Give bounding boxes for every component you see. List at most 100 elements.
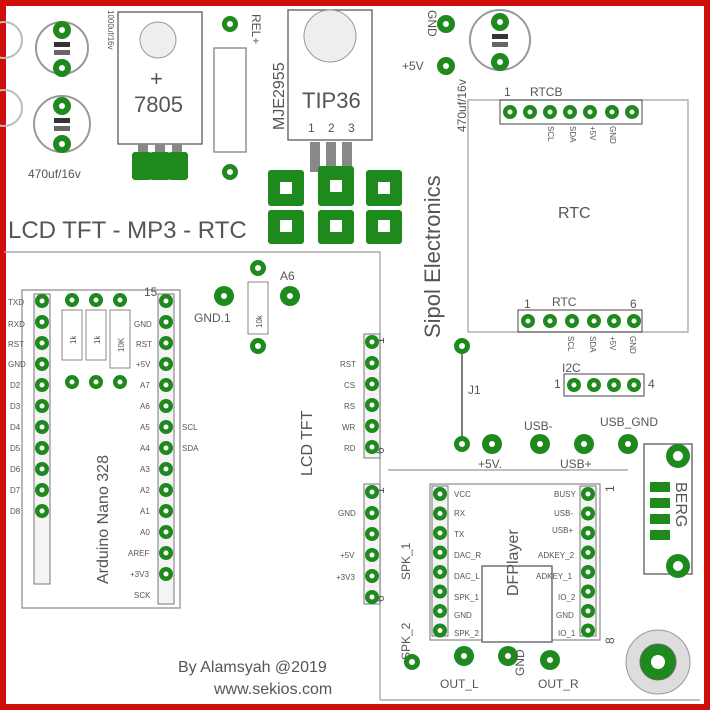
lcd-lower-gnd: GND (338, 509, 356, 518)
dfplayer-left-pad (433, 506, 447, 521)
lcd-pin-rs: RS (344, 402, 355, 411)
power-terminals: GND +5V (402, 10, 455, 75)
nano-right-pin-a7: A7 (140, 381, 150, 390)
df-left-dacr: DAC_R (454, 551, 481, 560)
dfplayer-left-pad (433, 487, 447, 501)
dfplayer-pin-first: 1 (603, 485, 617, 492)
nano-right-pad (159, 357, 173, 371)
dfplayer-pin-last: 8 (603, 637, 617, 644)
berg-label: BERG (672, 482, 689, 527)
rtc-module-label: RTC (558, 205, 591, 222)
dfplayer-right-pad (581, 506, 595, 521)
speaker-terminals: SPK_1 SPK_2 (399, 542, 420, 670)
nano-right-pin-a4: A4 (140, 444, 150, 453)
nano-right-pad (159, 315, 173, 329)
berg-connector: BERG (643, 443, 693, 578)
relay-diode: REL+ (213, 14, 263, 180)
nano-pin15: 15 (144, 285, 158, 299)
jumper-j1: J1 (454, 338, 481, 452)
df-left-gnd: GND (454, 611, 472, 620)
df-left-spk2: SPK_2 (454, 629, 479, 638)
out-r-label: OUT_R (538, 677, 579, 691)
rtcb-pin-sda: SDA (568, 126, 577, 143)
lcd-lower-first: 1 (373, 487, 387, 494)
lcd-lower-pad (365, 569, 379, 583)
mounting-hole (625, 629, 691, 695)
a6-label: A6 (280, 269, 295, 283)
nano-right-pad (159, 525, 173, 539)
nano-right-pin-gnd: GND (134, 320, 152, 329)
board-title: LCD TFT - MP3 - RTC (8, 217, 247, 244)
rtc-header-label: RTC (552, 295, 577, 309)
i2c-pin-4: 4 (648, 377, 655, 391)
dfplayer-left-pad (433, 545, 447, 560)
nano-right-pin-aref: AREF (128, 549, 149, 558)
nano-right-pin-a6: A6 (140, 402, 150, 411)
vertical-title: Sipol Electronics (420, 175, 445, 338)
regulator-plus: + (150, 66, 163, 91)
lcd-lower-pad (365, 527, 379, 541)
nano-right-pad (159, 567, 173, 581)
analog-terminals: GND.1 A6 10k (194, 260, 300, 354)
output-terminals: OUT_L GND OUT_R (440, 646, 579, 691)
lcd-pad (365, 398, 379, 412)
rtc-pin-scl: SCL (566, 336, 575, 352)
rtcb-pin-5v: +5V (588, 126, 597, 141)
lcd-lower-last: 6 (373, 595, 387, 602)
df-right-adkey1: ADKEY_1 (536, 572, 573, 581)
res-10k-b: 10K (117, 337, 126, 352)
dfplayer-left-pad (433, 526, 447, 540)
nano-left-pin-rst: RST (8, 340, 24, 349)
nano-left-pin-txd: TXD (8, 298, 24, 307)
usb-minus-label: USB- (524, 419, 553, 433)
res-1k-b: 1k (93, 335, 102, 344)
nano-left-pad (35, 420, 49, 434)
nano-right-pad (159, 420, 173, 434)
nano-left-pad (35, 357, 49, 371)
nano-left-pad (35, 504, 49, 518)
nano-right-pad (159, 336, 173, 350)
transistor-pin-3: 3 (348, 121, 355, 135)
dfplayer-left-pad (433, 604, 447, 618)
dfplayer-right-pad (581, 623, 595, 638)
nano-left-pad (35, 399, 49, 413)
nano-right-pin-5v: +5V (136, 360, 151, 369)
nano-right-pad (159, 294, 173, 308)
spk2-label: SPK_2 (399, 622, 413, 660)
lcd-pin-cs: CS (344, 381, 355, 390)
rtc-pin-5v: +5V (608, 336, 617, 351)
rtc-header: RTC 1 6 SCL SDA +5V GND (517, 295, 643, 354)
lcd-pin-first: 1 (373, 337, 387, 344)
nano-left-pin-d3: D3 (10, 402, 21, 411)
relay-label: REL+ (249, 14, 263, 44)
nano-right-pin-a5: A5 (140, 423, 150, 432)
dfplayer-right-pad (581, 584, 595, 599)
lcd-lower-3v3: +3V3 (336, 573, 355, 582)
lcd-lower-pad (365, 506, 379, 520)
nano-right-pin-3v3: +3V3 (130, 570, 149, 579)
lcd-pad (365, 356, 379, 370)
lcd-pin-wr: WR (342, 423, 356, 432)
lcd-pin-last: 6 (373, 447, 387, 454)
df-left-tx: TX (454, 530, 465, 539)
nano-left-pad (35, 483, 49, 497)
rtc-header-pin-1: 1 (524, 297, 531, 311)
df-left-vcc: VCC (454, 490, 471, 499)
nano-right-pin-sck: SCK (134, 591, 151, 600)
lcd-lower-pad (365, 590, 379, 604)
rtcb-pin-gnd: GND (608, 126, 617, 144)
lcd-lower-pad (365, 485, 379, 499)
transistor-pin-1: 1 (308, 121, 315, 135)
rtcb-pin-1: 1 (504, 85, 511, 99)
out-l-label: OUT_L (440, 677, 479, 691)
nano-left-pins: TXD RXD RST GND D2 D3 D4 D5 D6 D7 D8 (8, 298, 26, 516)
i2c-pin-1: 1 (554, 377, 561, 391)
j1-label: J1 (468, 383, 481, 397)
nano-sda-label: SDA (182, 444, 199, 453)
rtcb-header: RTCB 1 SCL SDA +5V GND (499, 85, 643, 144)
nano-right-pin-a0: A0 (140, 528, 150, 537)
nano-right-pad (159, 462, 173, 476)
regulator-7805: + 7805 (117, 11, 203, 180)
usb-plus-label: USB+ (560, 457, 592, 471)
